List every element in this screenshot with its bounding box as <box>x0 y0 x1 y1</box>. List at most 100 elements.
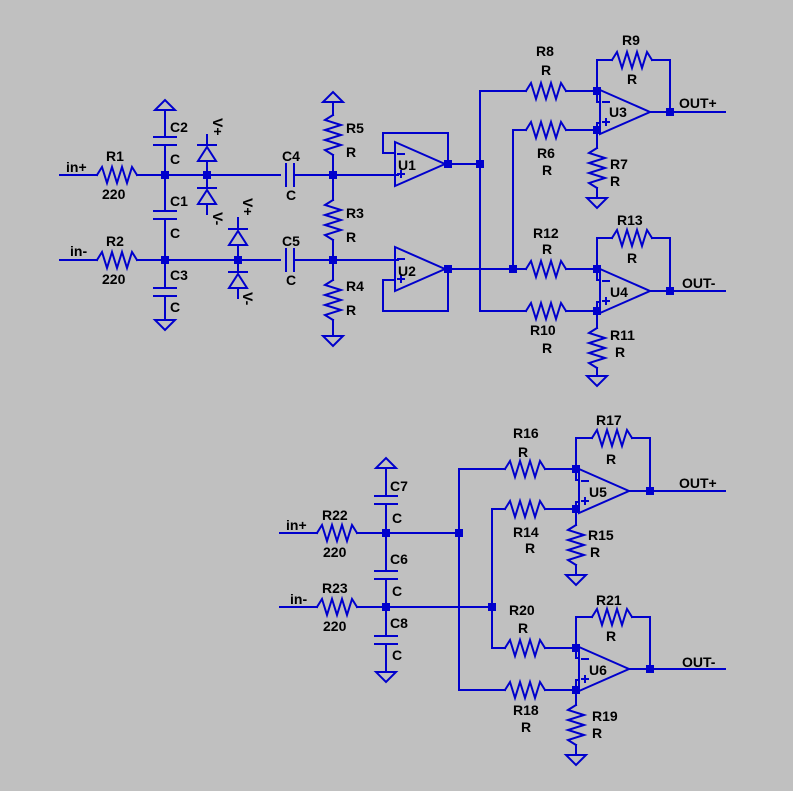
r6-resistor <box>524 118 568 142</box>
out-minus-label-bottom: OUT- <box>682 654 716 670</box>
r15-name: R15 <box>588 527 614 543</box>
junction-dot <box>572 465 580 473</box>
junction-dot <box>329 171 337 179</box>
u2-opamp-body <box>394 245 448 293</box>
diode-1b-triangle <box>196 188 218 205</box>
r7-name: R7 <box>610 156 628 172</box>
diode-vminus-label-1: V- <box>210 212 226 226</box>
components <box>95 48 654 767</box>
r5-value: R <box>346 144 356 160</box>
r21-name: R21 <box>596 592 622 608</box>
junction-dot <box>161 256 169 264</box>
u5-opamp <box>578 467 632 515</box>
u3-opamp-body <box>599 88 653 136</box>
u5-opamp-body <box>578 467 632 515</box>
r16-resistor-zigzag <box>503 457 547 481</box>
r19-resistor <box>564 703 588 747</box>
c6-capacitor <box>374 570 398 580</box>
c3-value: C <box>170 299 180 315</box>
r13-resistor <box>610 226 654 250</box>
r18-resistor <box>503 678 547 702</box>
c3-name: C3 <box>170 267 188 283</box>
r18-name: R18 <box>513 702 539 718</box>
r23-name: R23 <box>322 580 348 596</box>
r15-value: R <box>590 544 600 560</box>
diode-vplus-label-2: V+ <box>240 198 256 216</box>
r10-name: R10 <box>530 322 556 338</box>
u3-name: U3 <box>609 104 627 120</box>
port-labels: in+ in- OUT+ OUT- in+ in- OUT+ OUT- <box>66 95 717 670</box>
r5-name: R5 <box>346 120 364 136</box>
out-plus-label-bottom: OUT+ <box>679 475 717 491</box>
r9-name: R9 <box>622 32 640 48</box>
c2-supply-symbol <box>152 98 178 111</box>
c7-supply-symbol <box>373 456 399 469</box>
r22-resistor-zigzag <box>315 521 359 545</box>
c4-capacitor <box>285 163 295 187</box>
diode-1a-triangle <box>196 145 218 162</box>
r21-resistor <box>590 605 634 629</box>
junction-dot <box>593 265 601 273</box>
r17-value: R <box>606 451 616 467</box>
c4-value: C <box>286 187 296 203</box>
junction-dot <box>203 171 211 179</box>
diode-2a-triangle <box>227 229 249 246</box>
r15-ground-symbol <box>563 574 589 587</box>
diode-1b <box>196 187 218 205</box>
r19-name: R19 <box>592 708 618 724</box>
junction-dot <box>572 644 580 652</box>
c8-name: C8 <box>390 615 408 631</box>
r5-resistor-zigzag <box>321 113 345 157</box>
r9-resistor <box>610 48 654 72</box>
r7-resistor-zigzag <box>585 146 609 190</box>
opamp-labels: U1 U2 U3 U4 U5 U6 <box>398 104 628 678</box>
r4-value: R <box>346 302 356 318</box>
wires <box>59 59 726 756</box>
r8-value: R <box>541 62 551 78</box>
r2-resistor <box>95 248 139 272</box>
r12-resistor-zigzag <box>524 257 568 281</box>
wire <box>651 59 671 113</box>
r11-resistor <box>585 326 609 370</box>
junction-dot <box>646 487 654 495</box>
wire <box>575 616 593 649</box>
r15-resistor-zigzag <box>564 523 588 567</box>
c2-name: C2 <box>170 119 188 135</box>
u1-opamp-body <box>394 140 448 188</box>
diode-2b <box>227 271 249 289</box>
diode-vminus-label-2: V- <box>240 292 256 306</box>
junction-dot <box>593 87 601 95</box>
c8-value: C <box>392 647 402 663</box>
wire <box>631 616 651 670</box>
r11-ground-symbol <box>584 375 610 388</box>
in-minus-label-bottom: in- <box>290 591 307 607</box>
r5-supply-symbol <box>320 90 346 103</box>
r19-resistor-zigzag <box>564 703 588 747</box>
junction-dot <box>666 108 674 116</box>
r1-resistor <box>95 163 139 187</box>
r10-resistor-zigzag <box>524 299 568 323</box>
wire <box>596 237 613 270</box>
c1-name: C1 <box>170 193 188 209</box>
c8-capacitor <box>374 635 398 645</box>
c2-value: C <box>170 151 180 167</box>
r20-resistor <box>503 636 547 660</box>
r7-ground-symbol <box>584 197 610 210</box>
c3-capacitor <box>153 287 177 297</box>
junction-dot <box>572 686 580 694</box>
c8-ground-symbol-symbol <box>373 671 399 684</box>
r10-value: R <box>542 340 552 356</box>
junction-dot <box>666 287 674 295</box>
u4-name: U4 <box>610 284 628 300</box>
r8-resistor-zigzag <box>524 79 568 103</box>
r6-name: R6 <box>537 145 555 161</box>
r1-value: 220 <box>102 186 126 202</box>
r13-resistor-zigzag <box>610 226 654 250</box>
r15-resistor <box>564 523 588 567</box>
r19-ground-symbol-symbol <box>563 754 589 767</box>
u3-opamp <box>599 88 653 136</box>
junction-dot <box>329 256 337 264</box>
u5-name: U5 <box>589 484 607 500</box>
r17-resistor-zigzag <box>590 426 634 450</box>
